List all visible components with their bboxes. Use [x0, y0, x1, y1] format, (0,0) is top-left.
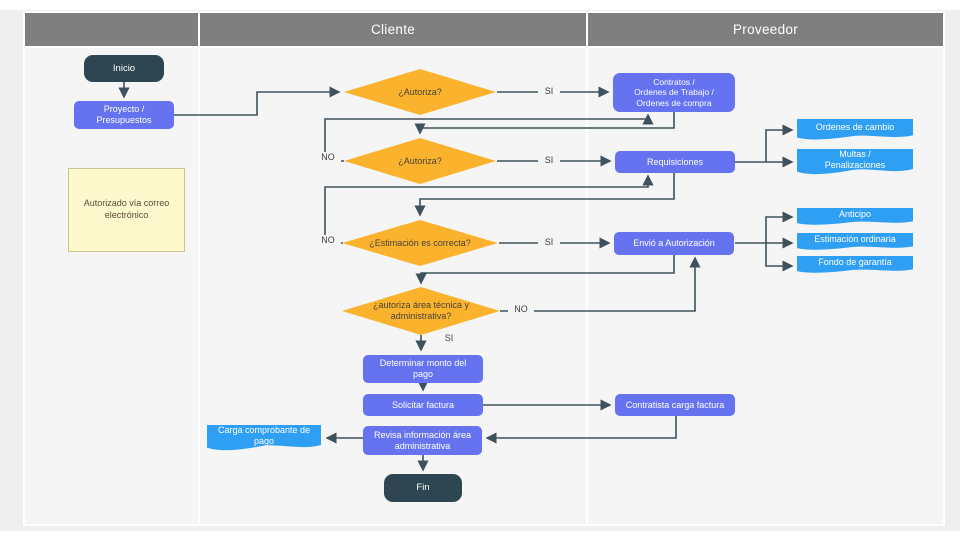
branch-label-no-2: NO — [315, 152, 341, 162]
document-anticipo-label: Anticipo — [838, 209, 872, 220]
process-requisiciones-label: Requisiciones — [646, 156, 704, 167]
document-shape — [797, 256, 913, 273]
process-envio-autorizacion[interactable]: Envió a Autorización — [614, 232, 734, 255]
process-requisiciones[interactable]: Requisiciones — [615, 151, 735, 173]
process-determinar-label: Determinar monto del pago — [379, 358, 467, 379]
branch-label-si-3: SI — [538, 237, 560, 247]
end-label: Fin — [416, 482, 430, 494]
lane-header-left — [25, 13, 198, 46]
branch-label-no-3: NO — [315, 235, 341, 245]
decision-autoriza-area-label: ¿autoriza área técnica y administrativa? — [372, 300, 470, 321]
decision-estimacion-label: ¿Estimación es correcta? — [369, 237, 471, 248]
document-multas[interactable]: Multas / Penalizaciones — [797, 149, 913, 176]
process-envio-label: Envió a Autorización — [633, 238, 715, 249]
document-ordenes-cambio[interactable]: Ordenes de cambio — [797, 119, 913, 141]
document-shape — [797, 233, 913, 250]
process-solicitar-label: Solicitar factura — [391, 399, 455, 410]
lane-header-proveedor: Proveedor — [588, 13, 943, 46]
process-revisa-label: Revisa información área administrativa — [373, 429, 472, 451]
document-ordenes-cambio-label: Ordenes de cambio — [815, 122, 895, 133]
document-fondo-label: Fondo de garantía — [818, 257, 892, 268]
lane-header-cliente-label: Cliente — [370, 22, 416, 37]
document-multas-label: Multas / Penalizaciones — [824, 149, 886, 170]
process-contratista-carga[interactable]: Contratista carga factura — [615, 394, 735, 416]
document-shape — [797, 119, 913, 140]
lane-header-proveedor-label: Proveedor — [733, 22, 798, 37]
branch-label-si-1: SI — [538, 86, 560, 96]
document-carga-comprobante[interactable]: Carga comprobante de pago — [207, 425, 321, 452]
branch-label-si-4: SI — [438, 333, 460, 343]
decision-autoriza-1-label: ¿Autoriza? — [398, 86, 442, 97]
document-shape — [207, 425, 321, 451]
process-proyecto-label: Proyecto / Presupuestos — [96, 104, 152, 125]
start-label: Inicio — [112, 62, 136, 74]
lane-header-cliente: Cliente — [200, 13, 586, 46]
process-contratos[interactable]: Contratos / Ordenes de Trabajo / Ordenes… — [613, 73, 735, 112]
branch-label-si-2: SI — [538, 155, 560, 165]
process-revisa-informacion[interactable]: Revisa información área administrativa — [363, 426, 482, 455]
branch-label-no-4: NO — [508, 304, 534, 314]
document-estimacion-ordinaria[interactable]: Estimación ordinaria — [797, 233, 913, 251]
process-contratos-label: Contratos / Ordenes de Trabajo / Ordenes… — [634, 77, 714, 108]
end-terminator[interactable]: Fin — [384, 474, 462, 502]
document-carga-label: Carga comprobante de pago — [217, 425, 311, 446]
note-autorizado[interactable]: Autorizado vía correo electrónico — [68, 168, 185, 252]
document-shape — [797, 208, 913, 225]
process-contratista-label: Contratista carga factura — [625, 399, 725, 410]
start-terminator[interactable]: Inicio — [84, 55, 164, 82]
process-proyecto[interactable]: Proyecto / Presupuestos — [74, 101, 174, 129]
process-solicitar-factura[interactable]: Solicitar factura — [363, 394, 483, 416]
note-autorizado-label: Autorizado vía correo electrónico — [83, 198, 170, 220]
process-determinar-monto[interactable]: Determinar monto del pago — [363, 355, 483, 383]
document-estimacion-label: Estimación ordinaria — [814, 234, 896, 245]
document-shape — [797, 149, 913, 175]
decision-autoriza-2-label: ¿Autoriza? — [398, 155, 442, 166]
document-fondo-garantia[interactable]: Fondo de garantía — [797, 256, 913, 274]
document-anticipo[interactable]: Anticipo — [797, 208, 913, 226]
